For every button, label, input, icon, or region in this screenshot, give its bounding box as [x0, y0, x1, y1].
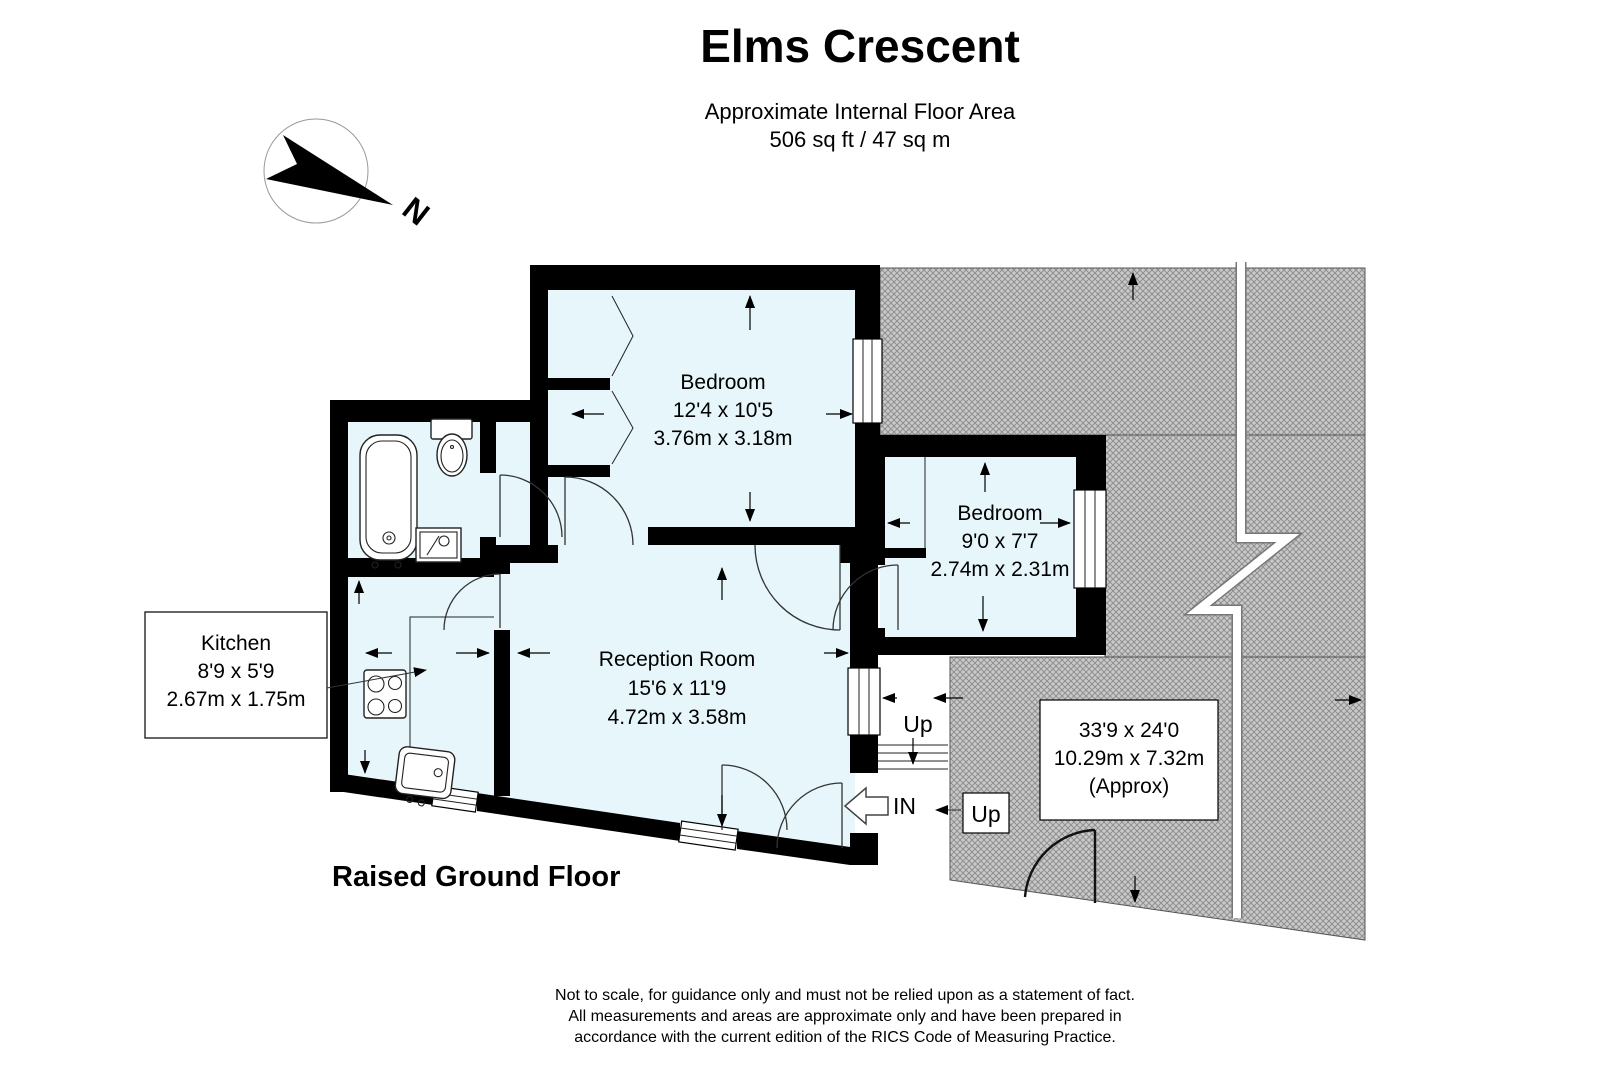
- bedroom1-imperial: 12'4 x 10'5: [673, 399, 773, 422]
- windows: [431, 338, 1107, 851]
- bedroom2-door: [832, 564, 899, 631]
- dimension-arrows: [354, 272, 1362, 903]
- kitchen-metric: 2.67m x 1.75m: [167, 688, 306, 711]
- garden-imperial: 33'9 x 24'0: [1079, 719, 1179, 742]
- room-fills: [340, 280, 1082, 850]
- entrance-in-arrow-icon: [843, 786, 889, 826]
- bay-window-right: [678, 820, 739, 851]
- kitchen-floor: [340, 560, 505, 797]
- page-title: Elms Crescent: [700, 20, 1020, 72]
- kitchen-fixtures: [363, 616, 494, 807]
- stairs-up-label: Up: [903, 711, 932, 737]
- subtitle-area: Approximate Internal Floor Area: [705, 99, 1016, 124]
- north-label: N: [396, 190, 436, 233]
- reception-window: [847, 667, 881, 736]
- footer-line2: All measurements and areas are approxima…: [568, 1008, 1121, 1025]
- closet-bifold-doors: [611, 295, 634, 465]
- bedroom2-name: Bedroom: [957, 502, 1042, 525]
- bathtub: [359, 434, 418, 569]
- garden-up-label: Up: [971, 801, 1000, 827]
- floor-name: Raised Ground Floor: [332, 861, 620, 893]
- kitchen-label-box: Kitchen 8'9 x 5'9 2.67m x 1.75m: [144, 611, 427, 739]
- walls: [330, 265, 1106, 865]
- entrance-label: IN: [893, 793, 916, 819]
- doors: [443, 295, 1097, 903]
- reception-imperial: 15'6 x 11'9: [628, 677, 727, 700]
- kitchen-door: [443, 573, 501, 631]
- garden-up-box: Up: [935, 792, 1010, 834]
- reception-name: Reception Room: [599, 648, 755, 671]
- bathroom-fixtures: [359, 418, 473, 569]
- kitchen-counter: [409, 616, 494, 755]
- reception-metric: 4.72m x 3.58m: [608, 706, 747, 729]
- bedroom1-window: [852, 338, 883, 424]
- bedroom2-imperial: 9'0 x 7'7: [962, 530, 1039, 553]
- kitchen-imperial: 8'9 x 5'9: [198, 660, 275, 683]
- subtitle-size: 506 sq ft / 47 sq m: [770, 127, 951, 152]
- footer-line1: Not to scale, for guidance only and must…: [555, 987, 1135, 1004]
- entrance-door-right: [776, 782, 843, 849]
- bedroom2-window: [1073, 489, 1107, 589]
- bedroom1-door: [564, 476, 634, 546]
- north-compass-icon: N: [263, 118, 436, 233]
- kitchen-sink: [394, 746, 456, 807]
- bathroom-door: [499, 474, 563, 538]
- bedroom2-metric: 2.74m x 2.31m: [931, 558, 1070, 581]
- garden-label-box: 33'9 x 24'0 10.29m x 7.32m (Approx): [1039, 699, 1219, 821]
- room-labels: Bedroom 12'4 x 10'5 3.76m x 3.18m Bedroo…: [599, 371, 1070, 819]
- reception-floor: [505, 558, 855, 850]
- footer-line3: accordance with the current edition of t…: [574, 1029, 1116, 1046]
- garden-hatch: [879, 262, 1366, 941]
- bedroom1-metric: 3.76m x 3.18m: [654, 427, 793, 450]
- hob: [363, 669, 407, 719]
- garden-metric: 10.29m x 7.32m: [1054, 747, 1205, 770]
- bedroom2-floor: [880, 450, 1082, 640]
- garden-gate: [1023, 828, 1097, 903]
- toilet: [430, 418, 473, 477]
- garden-approx: (Approx): [1089, 775, 1170, 798]
- footer-disclaimer: Not to scale, for guidance only and must…: [555, 987, 1135, 1046]
- bedroom1-name: Bedroom: [680, 371, 765, 394]
- bathroom-sink: [415, 527, 462, 563]
- reception-door: [754, 544, 841, 631]
- kitchen-name: Kitchen: [201, 632, 271, 655]
